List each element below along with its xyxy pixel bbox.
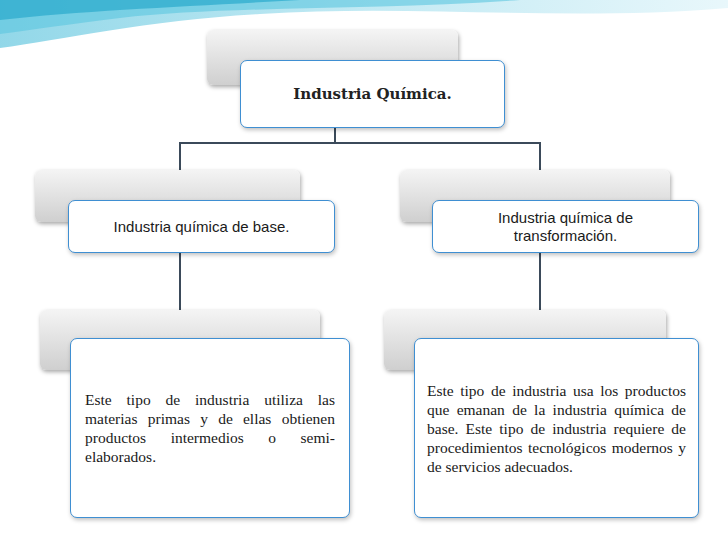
description-box: Este tipo de industria utiliza las mater… <box>70 338 350 518</box>
description-box: Este tipo de industria usa los productos… <box>414 338 699 518</box>
box-text: Industria química de base. <box>89 218 314 236</box>
box-text: Este tipo de industria usa los productos… <box>427 381 686 476</box>
category-box: Industria química de base. <box>68 200 335 253</box>
box-text: Este tipo de industria utiliza las mater… <box>85 390 335 466</box>
box-text: Industria Química. <box>257 85 488 103</box>
title-box: Industria Química. <box>240 60 505 128</box>
box-text: Industria química de transformación. <box>473 209 658 245</box>
category-box: Industria química de transformación. <box>432 200 699 253</box>
